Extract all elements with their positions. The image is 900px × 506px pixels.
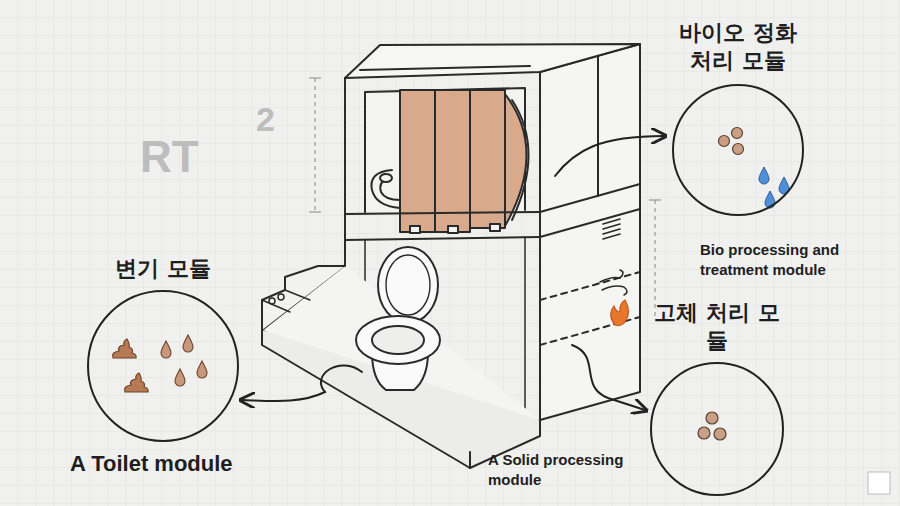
- watermark-text: RT: [140, 132, 199, 182]
- watermark-text: 2: [256, 100, 275, 139]
- module-heading: 바이오 정화 처리 모듈: [668, 19, 808, 76]
- module-circle: 바이오 정화 처리 모듈Bio processing and treatment…: [672, 84, 804, 216]
- module-heading: 고체 처리 모듈: [647, 299, 787, 356]
- module-circle: 고체 처리 모듈A Solid processing module: [650, 362, 784, 496]
- module-caption: A Solid processing module: [488, 450, 638, 489]
- watermark-holder: RT: [140, 132, 199, 182]
- module-circle: 변기 모듈A Toilet module: [87, 290, 239, 442]
- module-caption: A Toilet module: [70, 450, 280, 479]
- module-caption: Bio processing and treatment module: [700, 240, 870, 279]
- watermark-holder: 2: [256, 100, 275, 139]
- module-heading: 변기 모듈: [83, 255, 243, 284]
